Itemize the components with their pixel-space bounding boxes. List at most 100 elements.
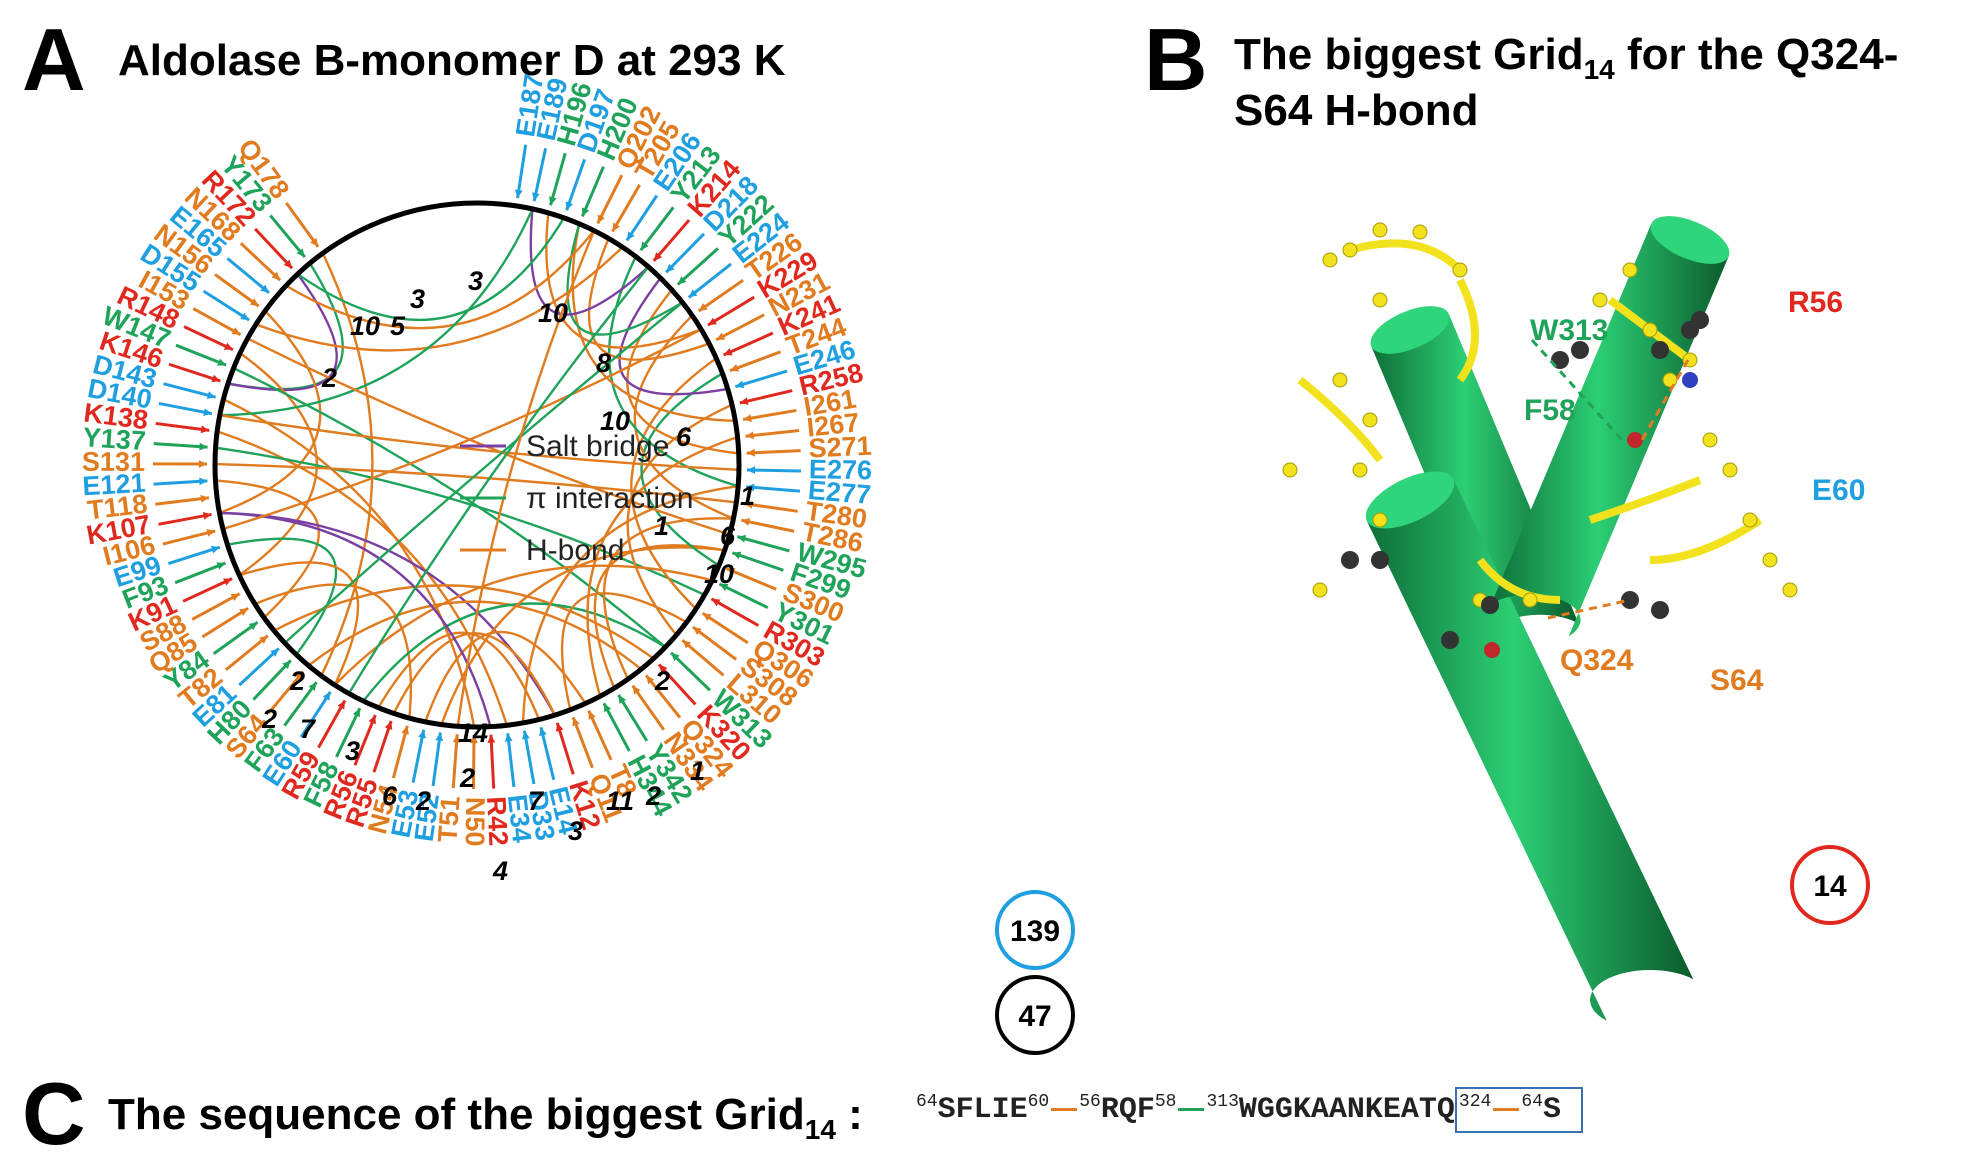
residue-label: E34	[502, 793, 537, 844]
residue-arrow	[571, 716, 594, 769]
residue-arrow	[742, 408, 797, 421]
interaction-curve	[424, 630, 587, 723]
residue-arrowhead	[658, 664, 668, 674]
residue-arrow	[214, 273, 260, 308]
residue-arrow	[740, 518, 795, 533]
residue-arrow	[411, 729, 426, 783]
hbond-link-closure	[1493, 1107, 1520, 1111]
residue-label: E276	[809, 454, 873, 485]
residue-arrowhead	[210, 545, 220, 554]
grid-size-label: 10	[704, 559, 734, 589]
residue-arrow	[725, 567, 777, 591]
side-chain	[1476, 557, 1561, 604]
residue-label: E277	[807, 475, 872, 510]
side-chain-atom	[1762, 552, 1778, 568]
residue-arrowhead	[223, 578, 233, 586]
residue-atom	[1621, 591, 1639, 609]
residue-arrow	[225, 634, 269, 671]
seq-seg-1: SFLIE	[937, 1093, 1028, 1127]
interaction-curve	[545, 212, 702, 349]
interaction-curve	[285, 229, 596, 330]
residue-arrowhead	[223, 342, 233, 350]
residue-arrowhead	[203, 408, 212, 417]
residue-arrowhead	[626, 231, 635, 241]
residue-arrowhead	[588, 710, 596, 720]
residue-arrow	[299, 690, 332, 738]
residue-arrowhead	[555, 722, 564, 732]
residue-arrowhead	[646, 675, 655, 685]
side-chain	[1348, 239, 1463, 273]
residue-arrowhead	[384, 720, 393, 730]
residue-arrow	[718, 582, 769, 610]
residue-arrowhead	[487, 734, 496, 743]
residue-arrowhead	[711, 598, 721, 607]
residue-arrowhead	[249, 298, 259, 307]
residue-arrow	[168, 362, 221, 383]
residue-arrowhead	[514, 189, 523, 199]
interaction-curve	[320, 252, 374, 677]
residue-arrowhead	[746, 466, 756, 475]
grid-size-label: 7	[300, 714, 317, 744]
residue-arrow	[191, 592, 241, 621]
structure-label-w313: W313	[1530, 314, 1608, 347]
residue-arrowhead	[603, 703, 612, 713]
residue-arrowhead	[723, 348, 733, 356]
grid-size-label: 5	[390, 311, 406, 341]
side-chain-atom	[1702, 432, 1718, 448]
residue-arrowhead	[741, 518, 751, 526]
structure-label-r56: R56	[1788, 286, 1843, 319]
side-chain	[1456, 278, 1479, 383]
interaction-curve	[529, 208, 650, 316]
residue-arrow	[155, 421, 210, 432]
seq-sup-7: 64	[1521, 1092, 1543, 1112]
interaction-curve	[283, 301, 684, 644]
residue-arrowhead	[735, 380, 745, 389]
residue-arrow	[652, 219, 691, 262]
interaction-curve	[571, 223, 736, 423]
grid-size-label: 2	[289, 666, 305, 696]
residue-arrow	[555, 722, 575, 775]
residue-arrow	[657, 663, 697, 706]
count-47: 47	[1018, 1000, 1051, 1033]
grid-size-label: 6	[720, 521, 736, 551]
interaction-curve	[215, 479, 320, 619]
grid-size-label: 2	[415, 786, 431, 816]
residue-arrow	[736, 535, 790, 553]
panel-b: B The biggest Grid14 for the Q324- S64 H…	[1144, 0, 1968, 1066]
legend-label: Salt bridge	[526, 430, 669, 463]
interaction-curve	[227, 537, 338, 656]
residue-arrow	[744, 502, 798, 513]
residue-arrow	[239, 242, 282, 282]
seq-sup-6: 324	[1458, 1092, 1492, 1112]
grid-size-label: 2	[645, 781, 661, 811]
residue-arrow	[254, 227, 294, 270]
side-chain-atom	[1282, 462, 1298, 478]
residue-arrowhead	[259, 635, 268, 644]
side-chain-atom	[1342, 242, 1358, 258]
seq-sup-1: 64	[916, 1092, 938, 1112]
residue-arrow	[226, 257, 270, 294]
residue-arrow	[202, 289, 250, 322]
residue-arrow	[676, 247, 719, 286]
residue-arrow	[158, 401, 213, 416]
residue-arrow	[739, 389, 793, 405]
residue-arrowhead	[522, 730, 530, 740]
grid-size-label: 2	[654, 666, 670, 696]
residue-arrow	[451, 734, 459, 789]
residue-arrowhead	[682, 640, 692, 649]
oxygen-atom	[1627, 432, 1643, 448]
interaction-curve	[561, 592, 688, 711]
residue-arrow	[707, 295, 755, 327]
residue-arrowhead	[671, 652, 680, 662]
side-chain	[1297, 376, 1384, 463]
residue-arrowhead	[452, 734, 461, 743]
helix-3	[1491, 216, 1730, 637]
residue-label: I267	[805, 407, 860, 442]
residue-arrow	[670, 651, 711, 692]
residue-arrow	[639, 206, 675, 252]
residue-arrow	[267, 670, 305, 715]
residue-arrow	[522, 730, 536, 785]
residue-arrow	[549, 152, 567, 206]
side-chain-atom	[1412, 224, 1428, 240]
